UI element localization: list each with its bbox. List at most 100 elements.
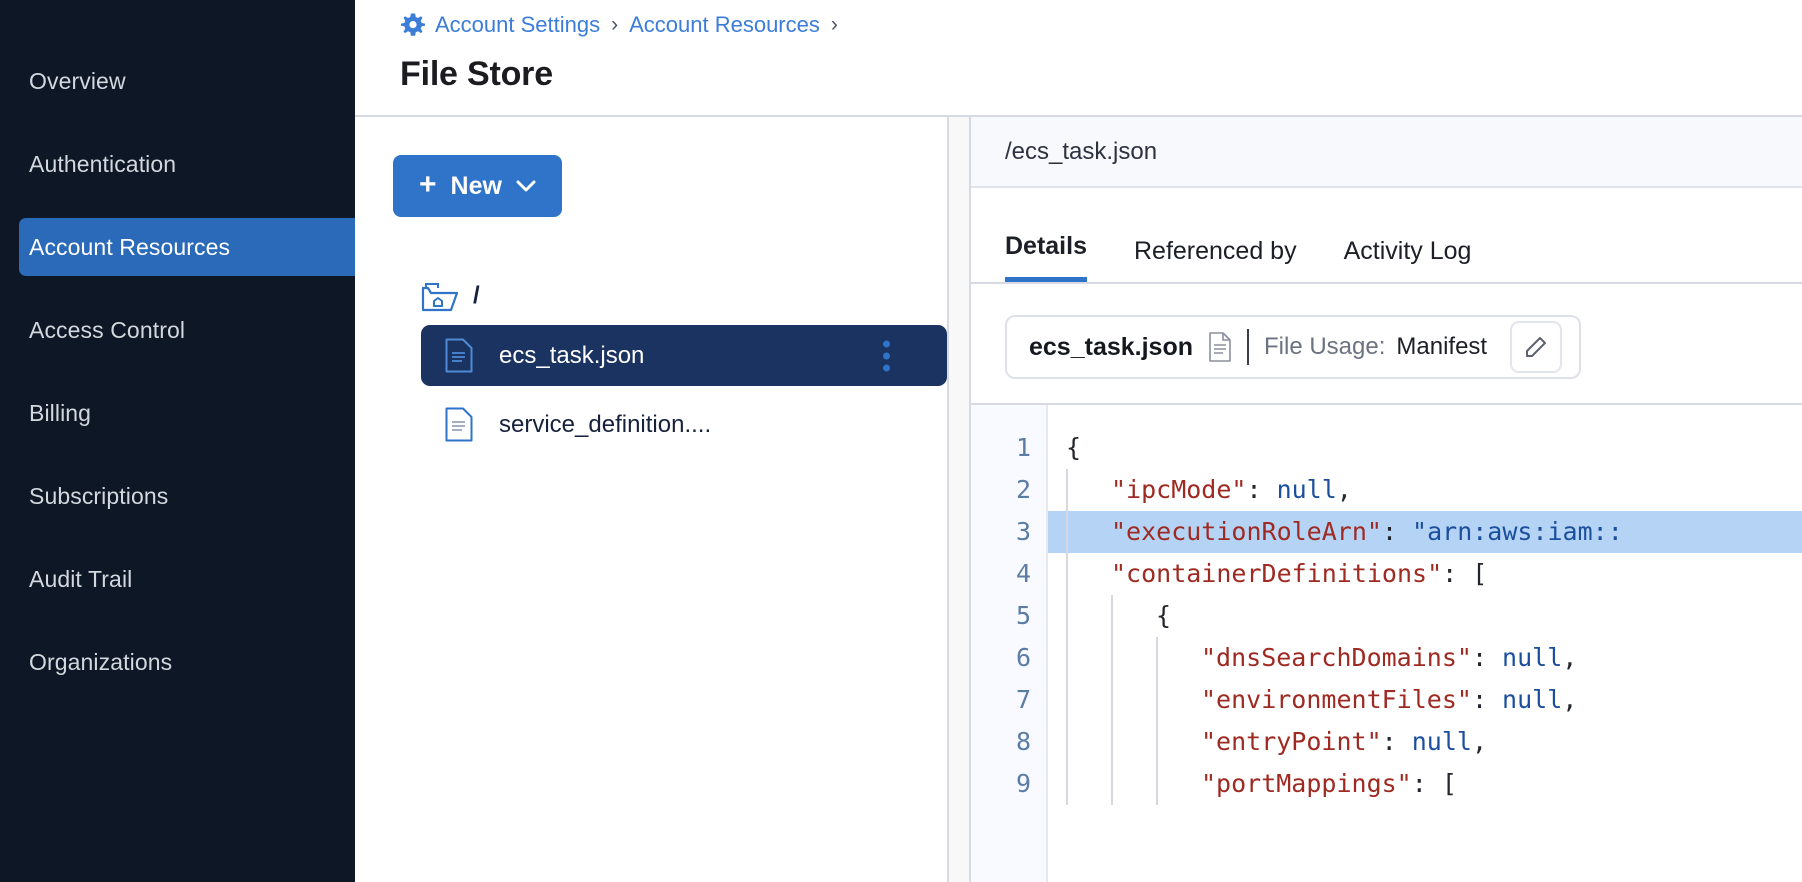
code-content[interactable]: { "ipcMode": null, "executionRoleArn": "ar… [1048, 405, 1802, 882]
edit-usage-button[interactable] [1510, 321, 1563, 373]
code-token: "dnsSearchDomains" [1201, 643, 1472, 672]
code-line[interactable]: "environmentFiles": null, [1048, 679, 1802, 721]
indent-guide [1066, 469, 1068, 511]
code-line-text: "executionRoleArn": "arn:aws:iam:: [1066, 517, 1623, 546]
tab-referenced-by[interactable]: Referenced by [1133, 237, 1297, 265]
sidebar-item-label: Access Control [29, 316, 186, 343]
tab-activity-log[interactable]: Activity Log [1343, 237, 1472, 265]
page-title: File Store [400, 55, 553, 93]
indent-guide [1111, 721, 1113, 763]
code-line[interactable]: "executionRoleArn": "arn:aws:iam:: [1048, 511, 1802, 553]
line-number: 4 [1015, 559, 1031, 588]
code-line-text: "portMappings": [ [1066, 769, 1457, 798]
gear-icon [401, 13, 425, 36]
breadcrumb-link-account-resources[interactable]: Account Resources [629, 12, 820, 37]
line-number: 9 [1015, 769, 1031, 798]
breadcrumb-separator: › [830, 13, 838, 36]
sidebar-item-organizations[interactable]: Organizations [0, 633, 355, 691]
code-token: null [1502, 685, 1563, 714]
code-line[interactable]: "ipcMode": null, [1048, 469, 1802, 511]
sidebar-item-account-resources[interactable]: Account Resources [19, 218, 355, 276]
indent-guide [1066, 553, 1068, 595]
new-button-label: New [450, 171, 502, 200]
line-number: 1 [1015, 433, 1031, 462]
line-number: 2 [1015, 475, 1031, 504]
sidebar-item-authentication[interactable]: Authentication [0, 135, 355, 193]
code-token: "environmentFiles" [1201, 685, 1472, 714]
plus-icon: + [419, 168, 437, 201]
chevron-down-icon [516, 180, 536, 192]
code-token: "portMappings" [1201, 769, 1412, 798]
new-button[interactable]: + New [393, 155, 562, 217]
sidebar-item-label: Account Resources [29, 233, 231, 260]
tree-root-folder[interactable]: / [393, 275, 947, 317]
code-line[interactable]: { [1048, 427, 1802, 469]
chip-divider [1247, 329, 1249, 365]
tab-details[interactable]: Details [1005, 232, 1087, 282]
code-line-text: "containerDefinitions": [ [1066, 559, 1487, 588]
top-bar: Account Settings›Account Resources› File… [355, 0, 1802, 117]
breadcrumb-link-account-settings[interactable]: Account Settings [435, 12, 601, 37]
file-usage-value: Manifest [1396, 333, 1488, 360]
code-line[interactable]: "portMappings": [ [1048, 763, 1802, 805]
file-tree-panel: + New / ecs_task.json [355, 117, 947, 882]
code-line[interactable]: "dnsSearchDomains": null, [1048, 637, 1802, 679]
code-token: null [1276, 475, 1337, 504]
sidebar-item-subscriptions[interactable]: Subscriptions [0, 467, 355, 525]
indent-guide [1066, 763, 1068, 805]
file-icon [445, 407, 473, 442]
chip-file-name: ecs_task.json [1029, 332, 1193, 361]
code-token: : [1381, 517, 1413, 546]
code-token: { [1066, 433, 1082, 462]
body-row: + New / ecs_task.json [355, 117, 1802, 882]
sidebar-item-label: Organizations [29, 648, 173, 675]
open-folder-home-icon [421, 282, 459, 311]
code-token: , [1336, 475, 1352, 504]
code-line-text: "environmentFiles": null, [1066, 685, 1577, 714]
file-tree: / ecs_task.json service_definition.... [393, 275, 947, 455]
code-line-text: { [1066, 433, 1081, 462]
code-token: "arn:aws:iam:: [1412, 517, 1623, 546]
code-token: : [1246, 475, 1277, 504]
line-number: 8 [1015, 727, 1031, 756]
file-meta-row: ecs_task.json File Usage: Manifest [971, 284, 1802, 379]
code-line[interactable]: "entryPoint": null, [1048, 721, 1802, 763]
sidebar-item-label: Authentication [29, 150, 177, 177]
code-line[interactable]: "containerDefinitions": [ [1048, 553, 1802, 595]
code-token: "ipcMode" [1111, 475, 1247, 504]
tree-file-row[interactable]: ecs_task.json [421, 325, 947, 386]
sidebar-item-audit-trail[interactable]: Audit Trail [0, 550, 355, 608]
tab-bar: Details Referenced by Activity Log [971, 188, 1802, 284]
indent-guide [1156, 679, 1158, 721]
sidebar-item-overview[interactable]: Overview [0, 52, 355, 110]
code-token: , [1562, 685, 1578, 714]
sidebar-item-billing[interactable]: Billing [0, 384, 355, 442]
file-usage-chip: ecs_task.json File Usage: Manifest [1005, 315, 1582, 379]
indent-guide [1066, 595, 1068, 637]
code-line-text: "ipcMode": null, [1066, 475, 1352, 504]
indent-guide [1066, 511, 1068, 553]
breadcrumb: Account Settings›Account Resources› [400, 4, 1802, 46]
panel-divider[interactable] [947, 117, 971, 882]
tree-file-row[interactable]: service_definition.... [421, 394, 947, 455]
indent-guide [1111, 679, 1113, 721]
file-icon [445, 338, 473, 373]
sidebar-item-access-control[interactable]: Access Control [0, 301, 355, 359]
indent-guide [1156, 637, 1158, 679]
main-content: Account Settings›Account Resources› File… [355, 0, 1802, 882]
indent-guide [1156, 763, 1158, 805]
code-line[interactable]: { [1048, 595, 1802, 637]
code-line-text: "entryPoint": null, [1066, 727, 1487, 756]
code-line-text: { [1066, 601, 1171, 630]
code-token: { [1156, 601, 1172, 630]
kebab-menu-icon[interactable] [883, 340, 890, 371]
pencil-icon [1526, 337, 1547, 357]
line-number: 5 [1015, 601, 1031, 630]
sidebar-item-label: Subscriptions [29, 482, 169, 509]
line-number: 7 [1015, 685, 1031, 714]
code-token: "executionRoleArn" [1111, 517, 1382, 546]
